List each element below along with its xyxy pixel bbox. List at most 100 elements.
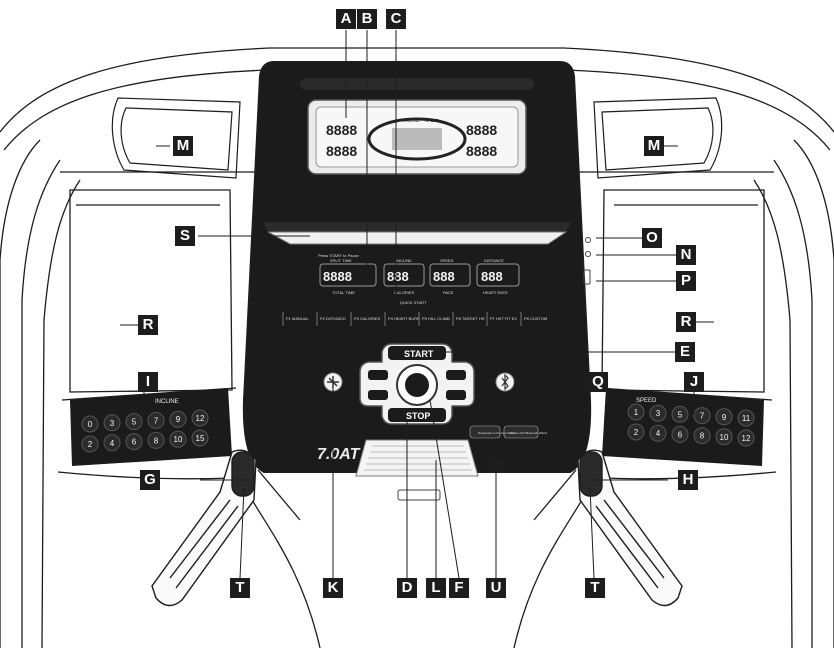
program-button-6[interactable]: P6 TARGET HR — [456, 316, 485, 321]
next-track-button[interactable] — [446, 370, 466, 380]
right-speaker-grille — [593, 97, 723, 179]
app-badges: Download on the App Store Works with Blu… — [469, 425, 548, 439]
program-button-2[interactable]: P2 DISTANCE — [320, 316, 346, 321]
incline-key-4[interactable] — [169, 410, 187, 428]
lcd-digits-top-right: 8888 — [466, 122, 497, 138]
incline-key-label: 0 — [88, 420, 93, 429]
incline-key-7[interactable] — [103, 434, 121, 452]
callout-m-right: M — [644, 136, 664, 156]
stop-media-button[interactable] — [446, 390, 466, 400]
incline-key-label: 6 — [132, 438, 137, 447]
speed-key-2[interactable] — [671, 405, 689, 423]
program-button-1[interactable]: P1 MANUAL — [286, 316, 309, 321]
incline-key-label: 3 — [110, 419, 115, 428]
label-speed: SPEED — [440, 258, 454, 263]
incline-key-0[interactable] — [81, 415, 99, 433]
callout-p: P — [676, 271, 696, 291]
right-handle — [577, 449, 683, 607]
center-dial-knob — [405, 373, 429, 397]
speed-key-8[interactable] — [671, 425, 689, 443]
incline-key-3[interactable] — [147, 411, 165, 429]
speed-key-9[interactable] — [693, 427, 711, 445]
incline-key-9[interactable] — [147, 431, 165, 449]
program-button-5[interactable]: P5 HILL CLIMB — [422, 316, 450, 321]
incline-key-5[interactable] — [191, 409, 209, 427]
digits-incline: 888 — [387, 269, 409, 284]
rewind-button[interactable] — [368, 390, 388, 400]
speed-key-5[interactable] — [737, 409, 755, 427]
speed-key-3[interactable] — [693, 407, 711, 425]
control-pad: START STOP — [359, 343, 475, 425]
label-heart-rate: HEART RATE — [483, 290, 508, 295]
speed-key-11[interactable] — [737, 429, 755, 447]
callout-q: Q — [588, 372, 608, 392]
lcd-header-incline: INCLINE — [403, 118, 420, 123]
left-speaker-grille — [111, 97, 241, 179]
callout-i: I — [138, 372, 158, 392]
program-button-3[interactable]: P3 CALORIES — [354, 316, 381, 321]
incline-key-2[interactable] — [125, 413, 143, 431]
incline-key-label: 9 — [176, 415, 181, 424]
speed-key-label: 9 — [722, 413, 727, 422]
incline-key-1[interactable] — [103, 414, 121, 432]
speed-key-6[interactable] — [627, 423, 645, 441]
lcd-digits-bottom-left: 8888 — [326, 143, 357, 159]
model-name: 7.0AT — [317, 446, 361, 463]
callout-e: E — [675, 342, 695, 362]
incline-key-label: 10 — [174, 435, 183, 444]
stop-label: STOP — [406, 411, 430, 421]
left-handle — [151, 449, 257, 607]
callout-d: D — [397, 578, 417, 598]
callout-t-left: T — [230, 578, 250, 598]
speed-key-7[interactable] — [649, 424, 667, 442]
speed-key-10[interactable] — [715, 428, 733, 446]
prev-track-button[interactable] — [368, 370, 388, 380]
incline-key-label: 12 — [196, 414, 205, 423]
speed-key-label: 7 — [700, 412, 705, 421]
incline-key-10[interactable] — [169, 430, 187, 448]
speed-key-4[interactable] — [715, 408, 733, 426]
label-calories: CALORIES — [394, 290, 415, 295]
fan-icon — [327, 376, 339, 388]
right-hand-pulse-sensor — [579, 451, 603, 497]
incline-key-label: 7 — [154, 416, 159, 425]
speed-key-1[interactable] — [649, 404, 667, 422]
speed-key-label: 5 — [678, 410, 683, 419]
label-total-time: TOTAL TIME — [332, 290, 355, 295]
digits-time: 8888 — [323, 269, 352, 284]
incline-key-11[interactable] — [191, 429, 209, 447]
start-button[interactable] — [388, 346, 446, 360]
speed-key-0[interactable] — [627, 403, 645, 421]
quick-start-label: QUICK START — [400, 300, 427, 305]
callout-n: N — [676, 245, 696, 265]
speed-key-label: 12 — [742, 434, 751, 443]
speed-key-label: 3 — [656, 409, 661, 418]
program-button-7[interactable]: P7 HIIT FIT EX — [490, 316, 517, 321]
incline-key-label: 5 — [132, 418, 137, 427]
speed-key-label: 6 — [678, 430, 683, 439]
hint-text: Press START to Pause — [318, 253, 360, 258]
callout-g: G — [140, 470, 160, 490]
program-buttons: P1 MANUAL P2 DISTANCE P3 CALORIES P4 HEART … — [282, 312, 547, 326]
program-button-4[interactable]: P4 HEART BURN — [388, 316, 420, 321]
bluetooth-watch-badge: Works with Bluetooth Watch — [510, 431, 548, 435]
data-windows: Press START to Pause SPLIT TIME INCLINE … — [318, 253, 520, 305]
incline-key-8[interactable] — [125, 433, 143, 451]
callout-u: U — [486, 578, 506, 598]
callout-o: O — [642, 228, 662, 248]
program-button-8[interactable]: P8 CUSTOM — [524, 316, 547, 321]
incline-key-6[interactable] — [81, 435, 99, 453]
start-label: START — [404, 349, 434, 359]
callout-t-right: T — [585, 578, 605, 598]
lcd-digits-bottom-right: 8888 — [466, 143, 497, 159]
callout-c: C — [386, 9, 406, 29]
nfc-icon: ((•)) — [487, 456, 507, 470]
callout-j: J — [684, 372, 704, 392]
callout-a: A — [336, 9, 356, 29]
media-buttons — [368, 370, 466, 400]
speed-key-label: 1 — [634, 408, 639, 417]
digits-speed: 888 — [433, 269, 455, 284]
